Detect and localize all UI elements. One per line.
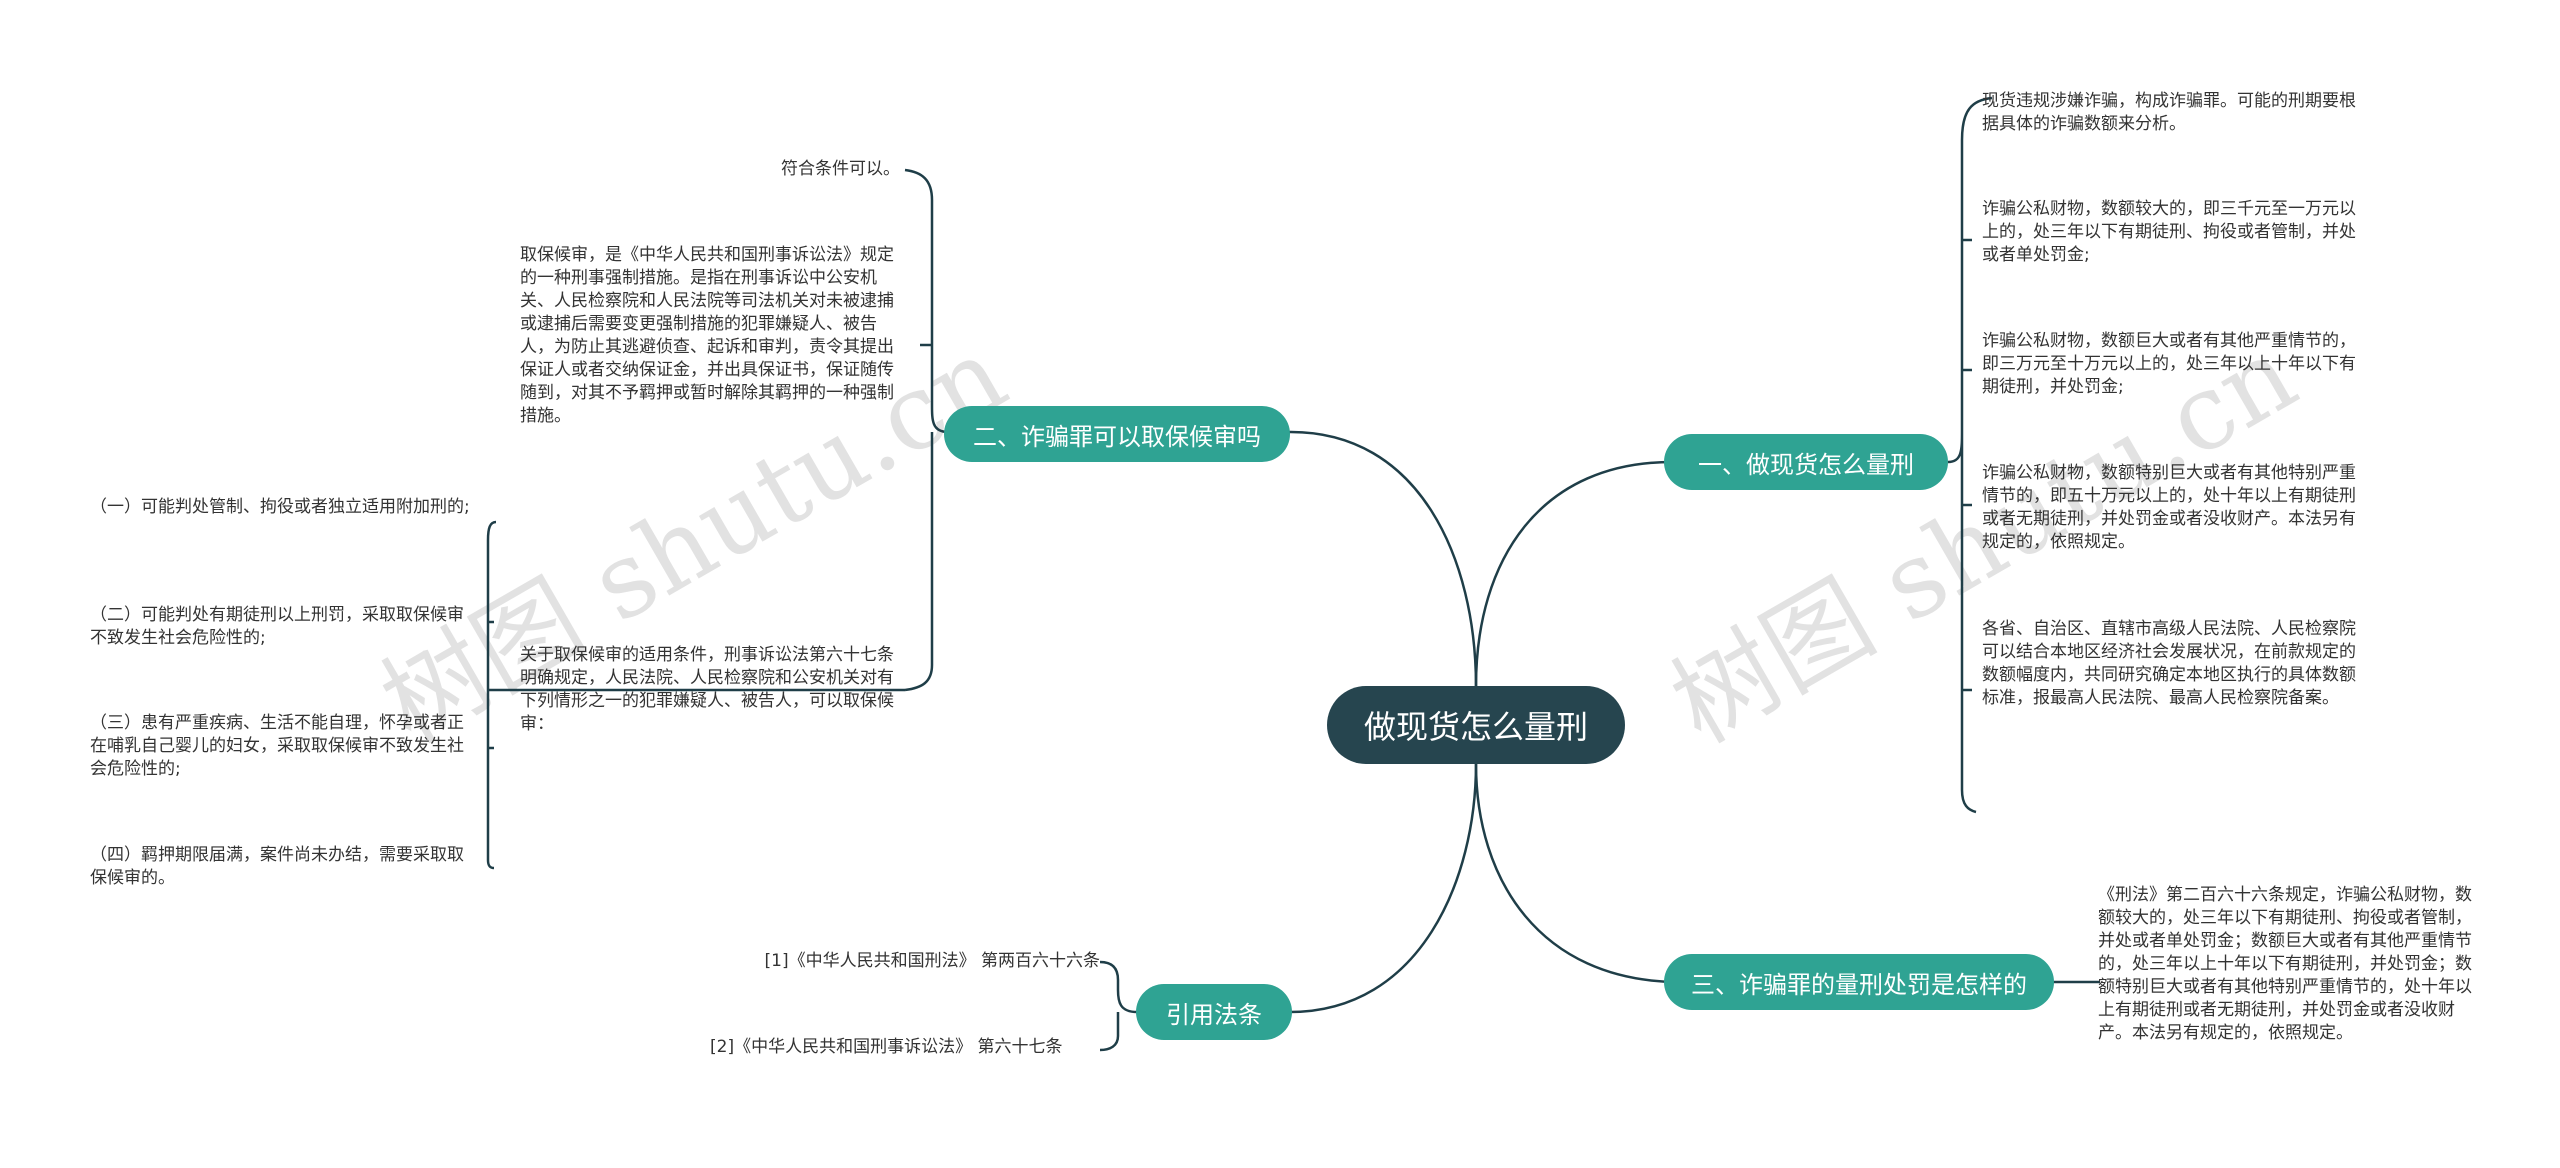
leaf-sentencing-2: 诈骗公私财物，数额较大的，即三千元至一万元以上的，处三年以下有期徒刑、拘役或者管… [1982,199,2356,265]
edge-b2-bracket [904,168,949,692]
edge-root-b3 [1474,763,1677,984]
leaf-sentencing-3: 诈骗公私财物，数额巨大或者有其他严重情节的，即三万元至十万元以上的，处三年以上十… [1982,331,2356,397]
leaf-sentencing-4: 诈骗公私财物，数额特别巨大或者有其他特别严重情节的，即五十万元以上的，处十年以上… [1982,463,2356,552]
leaf-cited-law-1: [1]《中华人民共和国刑法》 第两百六十六条 [764,951,1100,971]
edge-root-b2 [1287,430,1478,687]
leaf-bail-sub-1: （一）可能判处管制、拘役或者独立适用附加刑的; [90,497,470,517]
edge-root-b1 [1474,460,1677,687]
leaf-punishment-1: 《刑法》第二百六十六条规定，诈骗公私财物，数额较大的，处三年以下有期徒刑、拘役或… [2098,885,2472,1043]
leaf-cited-law-2: [2]《中华人民共和国刑事诉讼法》 第六十七条 [710,1037,1063,1057]
leaf-bail-3: 关于取保候审的适用条件，刑事诉讼法第六十七条明确规定，人民法院、人民检察院和公安… [520,645,894,734]
leaf-bail-sub-4: （四）羁押期限届满，案件尚未办结，需要采取取保候审的。 [90,845,464,888]
leaf-sentencing-5: 各省、自治区、直辖市高级人民法院、人民检察院可以结合本地区经济社会发展状况，在前… [1982,619,2356,708]
branch-cited-law[interactable]: 引用法条 [1136,984,1292,1040]
branch-bail[interactable]: 二、诈骗罪可以取保候审吗 [944,406,1290,462]
edge-root-b4 [1289,763,1478,1014]
root-topic[interactable]: 做现货怎么量刑 [1327,686,1625,764]
edge-sub-brace [486,520,497,870]
leaf-bail-1: 符合条件可以。 [781,159,900,179]
leaf-bail-2: 取保候审，是《中华人民共和国刑事诉讼法》规定的一种刑事强制措施。是指在刑事诉讼中… [520,245,894,426]
leaf-bail-sub-2: （二）可能判处有期徒刑以上刑罚，采取取保候审不致发生社会危险性的; [90,605,464,648]
edge-b4-bracket [1099,960,1138,1052]
branch-sentencing[interactable]: 一、做现货怎么量刑 [1664,434,1948,490]
leaf-sentencing-1: 现货违规涉嫌诈骗，构成诈骗罪。可能的刑期要根据具体的诈骗数额来分析。 [1982,91,2356,134]
leaf-bail-sub-3: （三）患有严重疾病、生活不能自理，怀孕或者正在哺乳自己婴儿的妇女，采取取保候审不… [90,713,464,779]
branch-punishment[interactable]: 三、诈骗罪的量刑处罚是怎样的 [1664,954,2054,1010]
